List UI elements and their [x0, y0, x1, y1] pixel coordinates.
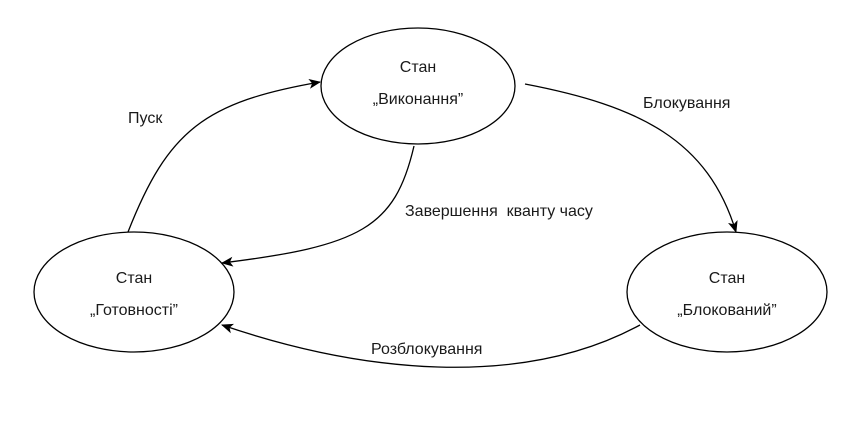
transition-unblock-arrow — [221, 323, 641, 368]
transition-block-arrow — [524, 83, 738, 233]
transition-block-label: Блокування — [643, 95, 730, 112]
state-ready-node — [33, 231, 235, 353]
transition-block: Блокування — [524, 83, 738, 233]
transition-quantum-end: Завершення кванту часу — [221, 145, 593, 267]
state-blocked: Стан „Блокований” — [626, 231, 828, 353]
transition-unblock-label: Розблокування — [371, 341, 482, 358]
state-running-label-line1: Стан — [400, 59, 436, 76]
state-ready-label-line1: Стан — [116, 270, 152, 287]
state-running-node — [320, 27, 516, 145]
transition-quantum-end-arrow — [221, 145, 415, 267]
transition-unblock: Розблокування — [221, 323, 641, 368]
state-blocked-node — [626, 231, 828, 353]
state-blocked-label-line2: „Блокований” — [677, 302, 776, 319]
transition-start-arrow — [127, 78, 321, 233]
state-blocked-label-line1: Стан — [709, 270, 745, 287]
state-ready: Стан „Готовності” — [33, 231, 235, 353]
transition-start-label: Пуск — [128, 110, 163, 127]
state-running-label-line2: „Виконання” — [373, 91, 463, 108]
state-ready-label-line2: „Готовності” — [90, 302, 178, 319]
transition-start: Пуск — [127, 78, 321, 233]
transition-quantum-end-label: Завершення кванту часу — [405, 203, 593, 220]
state-running: Стан „Виконання” — [320, 27, 516, 145]
